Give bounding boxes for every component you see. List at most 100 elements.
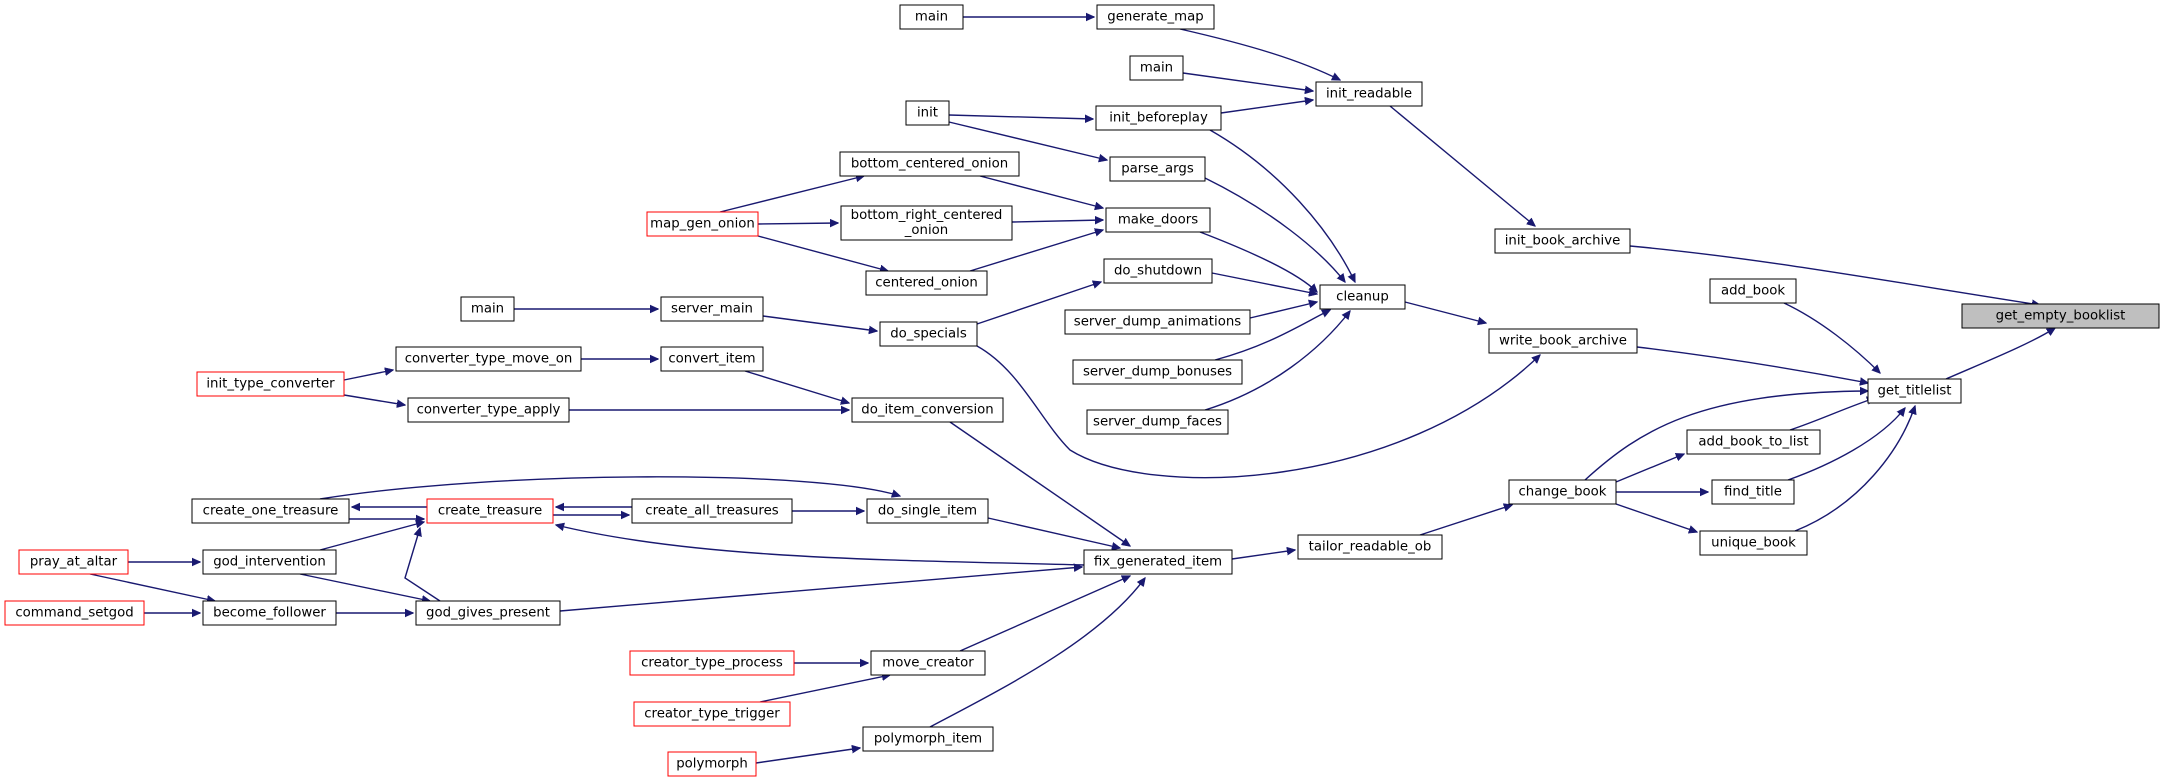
node-write-book-archive[interactable]: write_book_archive (1488, 328, 1638, 354)
node-polymorph-item[interactable]: polymorph_item (862, 726, 994, 752)
node-box (631, 498, 793, 524)
node-become-follower[interactable]: become_follower (202, 600, 337, 626)
edge-fix_generated_item-to-tailor_readable_ob (1231, 550, 1295, 560)
node-server-dump-faces[interactable]: server_dump_faces (1086, 409, 1229, 435)
node-fix-generated-item[interactable]: fix_generated_item (1083, 549, 1233, 575)
node-tailor-readable-ob[interactable]: tailor_readable_ob (1297, 534, 1443, 560)
node-box (1095, 105, 1222, 131)
edge-main_2-to-init_readable (1182, 72, 1313, 91)
node-find-title[interactable]: find_title (1711, 479, 1795, 505)
node-create-treasure[interactable]: create_treasure (426, 498, 554, 524)
node-box (1319, 284, 1406, 310)
node-label: creator_type_process (641, 656, 783, 671)
node-parse-args[interactable]: parse_args (1109, 156, 1206, 182)
node-label: write_book_archive (1499, 334, 1627, 349)
node-create-one-treasure[interactable]: create_one_treasure (191, 498, 350, 524)
node-do-item-conversion[interactable]: do_item_conversion (851, 397, 1004, 423)
edge-generate_map-to-init_readable (1179, 28, 1340, 80)
node-box (1297, 534, 1443, 560)
edge-tailor_readable_ob-to-change_book (1419, 505, 1512, 536)
node-label: fix_generated_item (1094, 555, 1222, 570)
node-change-book[interactable]: change_book (1508, 479, 1617, 505)
edge-polymorph_item-to-fix_generated_item (929, 578, 1145, 728)
node-server-main[interactable]: server_main (660, 296, 764, 322)
node-move-creator[interactable]: move_creator (870, 650, 986, 676)
node-server-dump-animations[interactable]: server_dump_animations (1064, 309, 1251, 335)
node-box (196, 371, 345, 397)
node-box (415, 600, 561, 626)
edge-centered_onion-to-make_doors (969, 230, 1103, 272)
node-label: parse_args (1121, 162, 1194, 177)
node-god-intervention[interactable]: god_intervention (202, 549, 337, 575)
edge-map_gen_onion-to-bottom_centered_onion (719, 176, 864, 213)
edge-change_book-to-add_book_to_list (1615, 454, 1684, 483)
node-box (1086, 409, 1229, 435)
node-map-gen-onion[interactable]: map_gen_onion (646, 211, 759, 237)
node-label: pray_at_altar (30, 555, 118, 570)
node-creator-type-trigger[interactable]: creator_type_trigger (633, 701, 791, 727)
node-label: map_gen_onion (650, 217, 755, 232)
node-box (202, 549, 337, 575)
edge-bottom_centered_onion-to-make_doors (979, 175, 1103, 208)
node-box (395, 346, 582, 372)
node-label: get_empty_booklist (1996, 309, 2126, 324)
node-add-book-to-list[interactable]: add_book_to_list (1686, 429, 1821, 455)
node-polymorph[interactable]: polymorph (667, 751, 757, 777)
node-get-empty-booklist[interactable]: get_empty_booklist (1961, 303, 2160, 329)
node-init-beforeplay[interactable]: init_beforeplay (1095, 105, 1222, 131)
node-bottom-right-centered-onion[interactable]: bottom_right_centered_onion (840, 205, 1013, 241)
node-box (1083, 549, 1233, 575)
node-bottom-centered-onion[interactable]: bottom_centered_onion (839, 151, 1020, 177)
node-generate-map[interactable]: generate_map (1096, 4, 1215, 30)
node-label: _onion (904, 223, 948, 238)
node-label: bottom_right_centered (851, 208, 1003, 223)
node-main-3[interactable]: main (460, 296, 515, 322)
edge-unique_book-to-get_titlelist (1794, 406, 1915, 532)
node-box (1711, 479, 1795, 505)
edge-god_intervention-to-create_treasure (319, 522, 424, 551)
node-box (1488, 328, 1638, 354)
node-label: server_main (671, 302, 753, 317)
node-converter-type-move-on[interactable]: converter_type_move_on (395, 346, 582, 372)
node-cleanup[interactable]: cleanup (1319, 284, 1406, 310)
node-box (1072, 359, 1243, 385)
node-label: do_item_conversion (861, 403, 994, 418)
node-main-1[interactable]: main (899, 4, 964, 30)
node-box (862, 726, 994, 752)
node-init[interactable]: init (905, 100, 950, 126)
node-label: main (1140, 61, 1173, 76)
node-centered-onion[interactable]: centered_onion (865, 270, 988, 296)
node-do-specials[interactable]: do_specials (879, 321, 978, 347)
node-make-doors[interactable]: make_doors (1105, 207, 1211, 233)
node-creator-type-process[interactable]: creator_type_process (629, 650, 795, 676)
node-box (1315, 81, 1423, 107)
node-get-titlelist[interactable]: get_titlelist (1867, 378, 1962, 404)
node-box (1096, 4, 1215, 30)
node-god-gives-present[interactable]: god_gives_present (415, 600, 561, 626)
node-init-readable[interactable]: init_readable (1315, 81, 1423, 107)
node-create-all-treasures[interactable]: create_all_treasures (631, 498, 793, 524)
node-label: create_all_treasures (645, 504, 778, 519)
node-server-dump-bonuses[interactable]: server_dump_bonuses (1072, 359, 1243, 385)
node-label: convert_item (668, 352, 755, 367)
edge-find_title-to-get_titlelist (1787, 408, 1905, 481)
node-label: generate_map (1107, 10, 1203, 25)
node-command-setgod[interactable]: command_setgod (4, 600, 145, 626)
node-label: do_shutdown (1114, 264, 1202, 279)
edge-change_book-to-get_titlelist (1584, 391, 1868, 481)
node-do-single-item[interactable]: do_single_item (866, 498, 989, 524)
node-init-type-converter[interactable]: init_type_converter (196, 371, 345, 397)
node-convert-item[interactable]: convert_item (660, 346, 764, 372)
edge-god_gives_present-to-create_treasure (404, 528, 441, 602)
node-box (1961, 303, 2160, 329)
node-label: main (915, 10, 948, 25)
node-main-2[interactable]: main (1129, 55, 1184, 81)
edge-pray_at_altar-to-become_follower (89, 573, 215, 601)
node-unique-book[interactable]: unique_book (1699, 530, 1808, 556)
node-pray-at-altar[interactable]: pray_at_altar (18, 549, 129, 575)
node-init-book-archive[interactable]: init_book_archive (1494, 228, 1631, 254)
node-label: change_book (1519, 485, 1607, 500)
node-add-book[interactable]: add_book (1709, 278, 1797, 304)
node-do-shutdown[interactable]: do_shutdown (1103, 258, 1213, 284)
node-converter-type-apply[interactable]: converter_type_apply (407, 397, 570, 423)
